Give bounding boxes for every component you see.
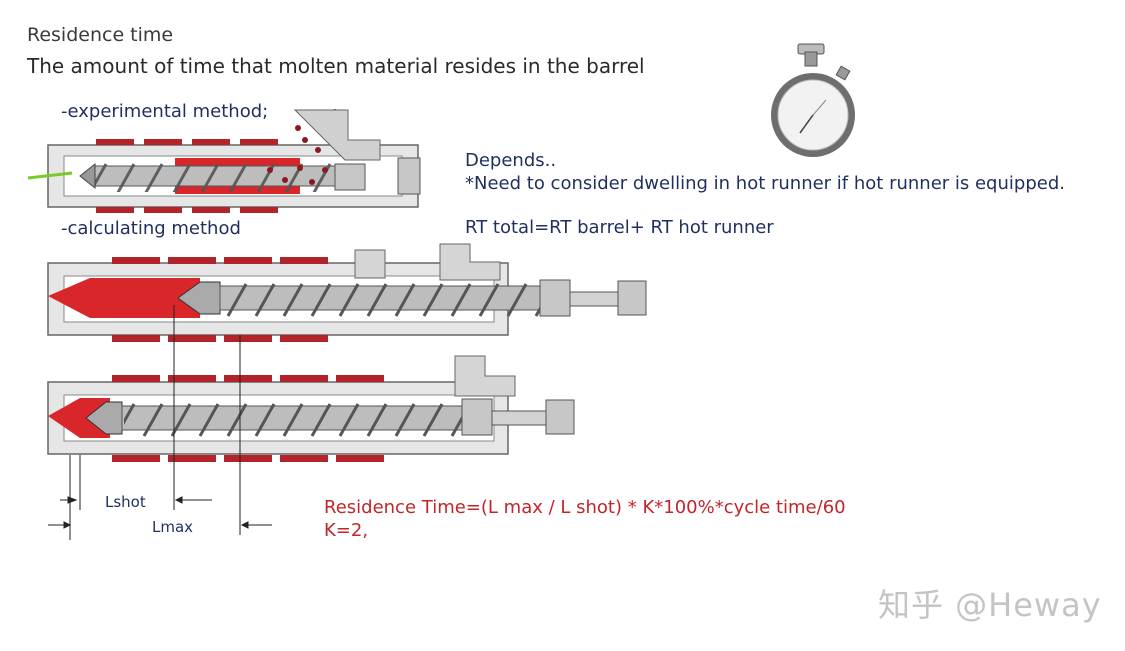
depends-note: Depends.. (465, 150, 557, 171)
hot-runner-note: *Need to consider dwelling in hot runner… (465, 173, 1065, 194)
dimension-lines (48, 305, 272, 540)
watermark: 知乎 @Heway (878, 586, 1102, 624)
stopwatch-icon (771, 43, 855, 157)
experimental-method-label: -experimental method; (61, 101, 269, 122)
calculating-method-label: -calculating method (61, 218, 241, 239)
residence-time-formula: Residence Time=(L max / L shot) * K*100%… (324, 497, 846, 518)
lmax-label: Lmax (152, 518, 194, 536)
calc-barrel-1 (47, 243, 647, 342)
k-value: K=2, (324, 520, 369, 541)
rt-total-formula: RT total=RT barrel+ RT hot runner (465, 217, 774, 238)
experimental-barrel (27, 109, 421, 213)
lshot-label: Lshot (105, 493, 146, 511)
page-subtitle: The amount of time that molten material … (27, 54, 645, 78)
page-title: Residence time (27, 24, 174, 46)
calc-barrel-2 (47, 355, 575, 462)
